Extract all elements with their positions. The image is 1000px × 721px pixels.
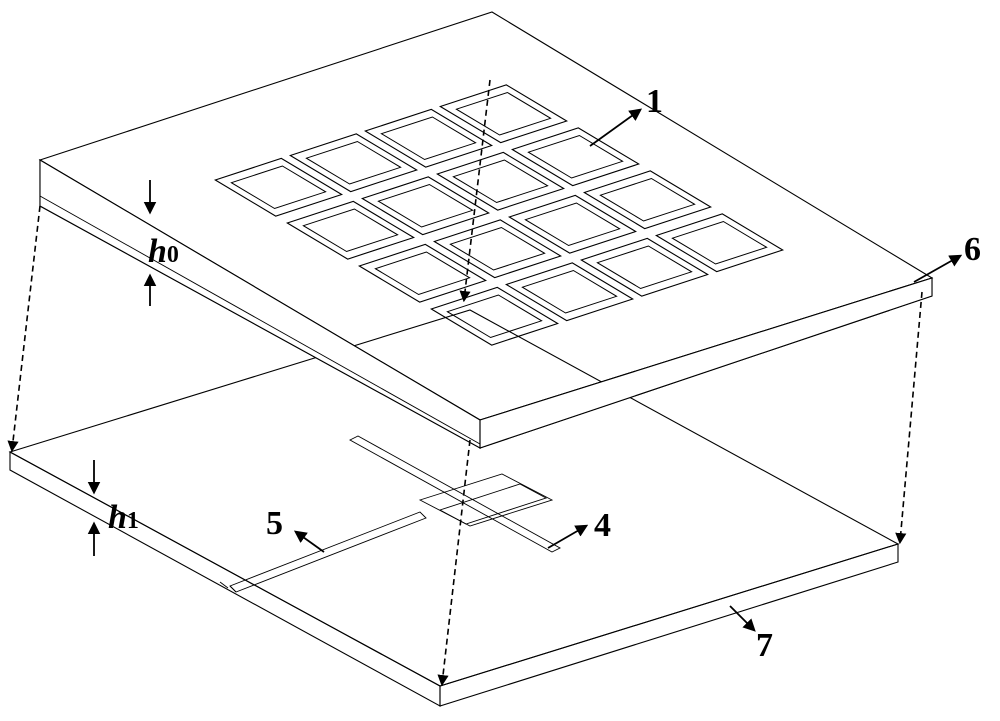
unit-cell — [654, 213, 785, 273]
unit-cell-patch — [455, 91, 552, 136]
unit-cell — [360, 176, 491, 236]
unit-cell — [363, 108, 494, 168]
alignment-dashed-lines — [7, 79, 923, 687]
unit-cell — [438, 84, 569, 144]
unit-cell-patch — [452, 159, 549, 204]
unit-cell — [510, 127, 641, 187]
upper-substrate-front-occluder — [39, 159, 933, 449]
feed-end — [219, 581, 229, 589]
unit-cell-patch — [524, 202, 621, 247]
unit-cell — [288, 133, 419, 193]
unit-cell-patch — [302, 208, 399, 253]
unit-cell-patch — [521, 269, 618, 314]
unit-cell-patch — [374, 251, 471, 296]
label-5: 5 — [266, 505, 283, 542]
unit-cell — [579, 237, 710, 297]
unit-cell-patch — [596, 245, 693, 290]
unit-cell-patch — [230, 165, 327, 210]
label-7: 7 — [756, 627, 773, 664]
label-6: 6 — [964, 231, 981, 268]
unit-cell — [582, 170, 713, 230]
unit-cell-patch — [380, 116, 477, 161]
metasurface-unit-cell-array — [213, 84, 785, 346]
unit-cell-patch — [449, 226, 546, 271]
callout-arrow-1 — [589, 108, 643, 147]
callout-arrow-7 — [729, 605, 756, 632]
unit-cell-patch — [305, 140, 402, 185]
label-4: 4 — [594, 507, 611, 544]
callout-arrow-5 — [293, 530, 325, 553]
unit-cell-patch — [671, 220, 768, 265]
unit-cell-patch — [377, 183, 474, 228]
callout-arrow-4 — [547, 524, 589, 549]
callout-arrow-6 — [913, 254, 963, 283]
unit-cell — [432, 219, 563, 279]
unit-cell — [504, 262, 635, 322]
unit-cell — [357, 243, 488, 303]
unit-cell-patch — [527, 134, 624, 179]
unit-cell — [213, 157, 344, 217]
feed-line — [229, 511, 427, 593]
unit-cell-patch — [446, 294, 543, 339]
label-1: 1 — [646, 83, 663, 120]
h0-label: h0 — [148, 233, 179, 270]
h1-label: h1 — [108, 499, 139, 536]
unit-cell-patch — [599, 177, 696, 222]
slot-patch — [349, 435, 561, 553]
unit-cell — [285, 200, 416, 260]
unit-cell — [507, 194, 638, 254]
